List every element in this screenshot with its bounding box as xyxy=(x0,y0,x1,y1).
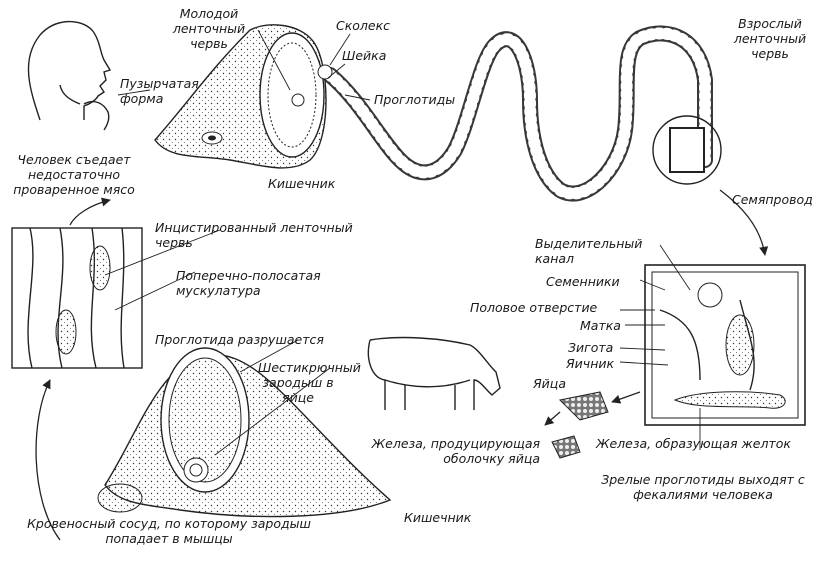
label-neck: Шейка xyxy=(342,48,387,63)
muscle-tissue-block xyxy=(11,227,143,369)
label-testes: Семенники xyxy=(546,274,620,289)
label-eggs: Яйца xyxy=(533,376,566,391)
label-mature-proglottids: Зрелые проглотиды выходят с фекалиями че… xyxy=(601,472,805,502)
label-blood-vessel: Кровеносный сосуд, по которому зародыш п… xyxy=(27,516,311,546)
human-head-figure xyxy=(27,20,112,131)
label-bladder-form: Пузырчатая форма xyxy=(120,76,199,106)
label-adult-worm: Взрослый ленточный червь xyxy=(733,16,807,61)
label-scolex: Сколекс xyxy=(336,18,391,33)
label-zygote: Зигота xyxy=(568,340,614,355)
cycle-arrows xyxy=(35,189,769,541)
label-striated-muscle: Поперечно-полосатая мускулатура xyxy=(176,268,321,298)
label-shell-gland: Железа, продуцирующая оболочку яйца xyxy=(371,436,540,466)
label-proglottids: Проглотиды xyxy=(374,92,456,107)
intestine-section-bottom xyxy=(97,347,392,518)
label-encysted-worm: Инцистированный ленточный червь xyxy=(155,220,353,250)
label-proglottid-breaks: Проглотида разрушается xyxy=(155,332,324,347)
label-hexacanth-embryo: Шестикрючный зародыш в яйце xyxy=(258,360,361,405)
intestine-section-top xyxy=(154,24,327,169)
mature-proglottid xyxy=(644,264,806,426)
label-yolk-gland: Железа, образующая желток xyxy=(596,436,791,451)
label-person-eats: Человек съедает недостаточно проваренное… xyxy=(13,152,135,197)
label-young-worm: Молодой ленточный червь xyxy=(172,6,246,51)
label-excretory-canal: Выделительный канал xyxy=(535,236,643,266)
label-intestine-top: Кишечник xyxy=(268,176,336,191)
adult-tapeworm-body xyxy=(317,25,722,202)
label-sperm-duct: Семяпровод xyxy=(732,192,813,207)
label-uterus: Матка xyxy=(580,318,621,333)
egg-clusters xyxy=(551,391,609,459)
label-intestine-bottom: Кишечник xyxy=(404,510,472,525)
cow-figure xyxy=(367,336,501,410)
label-genital-pore: Половое отверстие xyxy=(470,300,598,315)
leader-lines xyxy=(104,29,701,456)
label-ovary: Яичник xyxy=(566,356,615,371)
